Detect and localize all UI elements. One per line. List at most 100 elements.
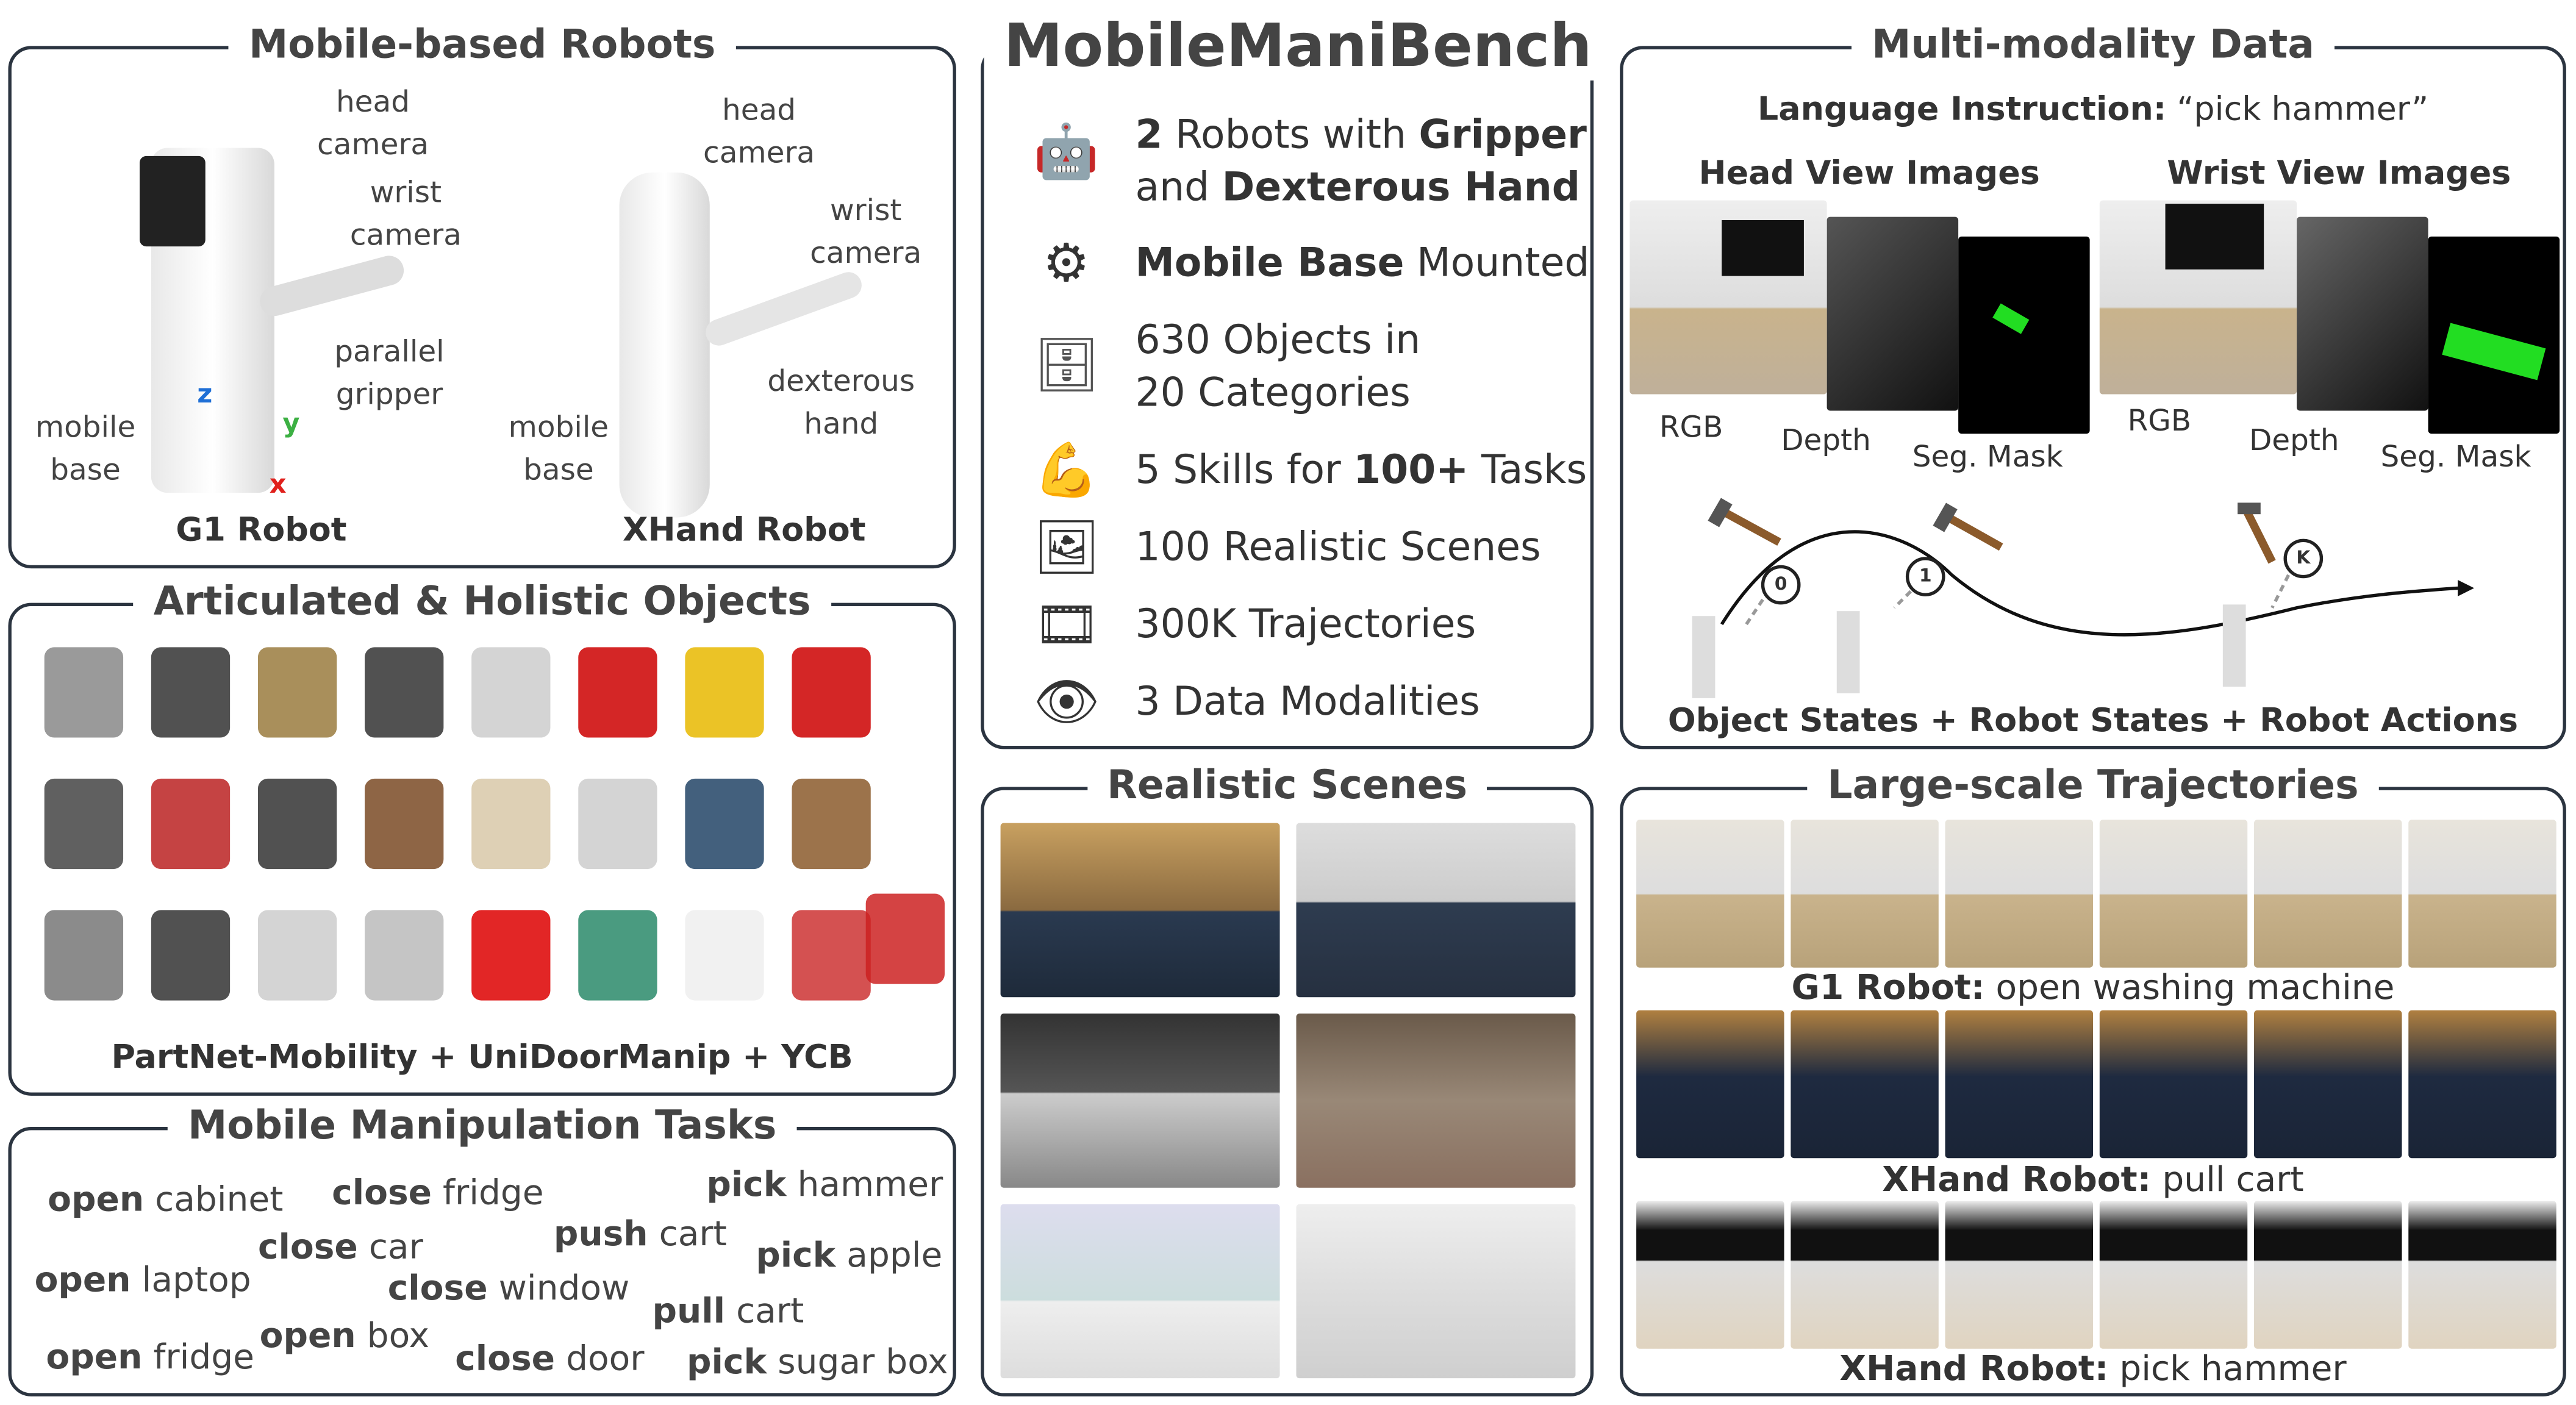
hammer-icon (1933, 502, 2003, 551)
object-laptop (44, 647, 124, 738)
head-depth-image (1826, 216, 1959, 411)
panel-title: Mobile-based Robots (229, 21, 735, 68)
hammer-icon (2238, 502, 2276, 564)
object-car (471, 910, 551, 1001)
object-oven (257, 778, 337, 870)
xhand-base-label: mobile base (508, 410, 609, 488)
bench-item-skills: 5 Skills for 100+ Tasks (1135, 446, 1587, 493)
object-shopping-cart (151, 778, 231, 870)
object-dishwasher (44, 910, 124, 1001)
cabinet-icon: 🗄 (1033, 333, 1100, 396)
scene-image-bedroom (1296, 1204, 1576, 1379)
trajectory-frame (1945, 1201, 2094, 1349)
xhand-robot-image (619, 172, 710, 518)
object-tuna-can (685, 778, 764, 870)
language-instruction: Language Instruction: “pick hammer” (1757, 88, 2429, 129)
panel-title: Mobile Manipulation Tasks (168, 1102, 796, 1149)
xhand-wrist-camera-label: wrist camera (810, 193, 922, 271)
scenes-panel: Realistic Scenes (981, 762, 1594, 1396)
object-baseball (685, 910, 764, 1001)
head-rgb-label: RGB (1659, 410, 1723, 446)
trajectory-caption-2: XHand Robot: pick hammer (1839, 1348, 2347, 1389)
hammer-icon (1708, 498, 1781, 546)
task-item: pick hammer (706, 1164, 943, 1204)
object-sugar-box (792, 910, 871, 1001)
wheel-icon: ⚙ (1042, 231, 1090, 295)
xhand-hand-label: dexterous hand (767, 365, 915, 442)
task-item: pick sugar box (687, 1342, 948, 1382)
trajectory-node-0: 0 (1761, 565, 1801, 605)
task-item: close car (257, 1227, 423, 1267)
object-trash-can (44, 778, 124, 870)
trajectory-frame (2099, 1201, 2248, 1349)
object-box (257, 647, 337, 738)
head-seg-image (1958, 236, 2090, 434)
wrist-seg-image (2428, 236, 2560, 434)
g1-gripper-label: parallel gripper (334, 335, 445, 413)
scene-image-garage (1296, 823, 1576, 998)
film-icon: 🎞 (1033, 593, 1100, 656)
object-door (471, 647, 551, 738)
head-depth-label: Depth (1781, 424, 1871, 459)
wrist-seg-label: Seg. Mask (2380, 440, 2531, 475)
axis-y-label: y (282, 407, 300, 439)
trajectory-frame (2408, 1010, 2556, 1159)
axis-x-label: x (269, 468, 287, 499)
object-faucet (151, 910, 231, 1001)
trajectory-frame (2099, 1010, 2248, 1159)
robot-icon: 🤖 (1033, 120, 1100, 183)
panel-title: Realistic Scenes (1087, 762, 1487, 809)
scene-image-lobby (1296, 1014, 1576, 1188)
robots-panel: Mobile-based Robots head camera wrist ca… (8, 21, 956, 569)
object-sideboard (365, 778, 444, 870)
task-item: open box (259, 1315, 429, 1356)
g1-base-label: mobile base (35, 410, 136, 488)
wrist-depth-image (2297, 216, 2428, 411)
trajectory-node-k: K (2283, 538, 2324, 579)
wrist-rgb-label: RGB (2127, 404, 2192, 439)
object-mug (865, 893, 945, 984)
trajectory-frame (1636, 1010, 1784, 1159)
tv (1722, 220, 1804, 276)
object-cabinet (578, 778, 657, 870)
task-item: open fridge (46, 1337, 255, 1377)
object-apple (792, 647, 871, 738)
muscle-icon: 💪 (1033, 438, 1100, 501)
task-item: close window (387, 1268, 630, 1308)
objects-panel: Articulated & Holistic Objects PartNet-M… (8, 578, 956, 1096)
object-red-can (578, 647, 657, 738)
head-view-label: Head View Images (1698, 152, 2040, 193)
trajectory-frame (1791, 820, 1939, 968)
g1-arm (256, 252, 407, 320)
axis-z-label: z (197, 377, 213, 409)
trajectory-caption-1: XHand Robot: pull cart (1882, 1159, 2304, 1199)
trajectory-frame (2408, 820, 2556, 968)
xhand-arm (702, 268, 865, 349)
trajectory-frame (1945, 1010, 2094, 1159)
bench-title: MobileManiBench (984, 13, 1612, 81)
task-item: close fridge (332, 1173, 544, 1213)
scene-image-warehouse (1000, 823, 1280, 998)
bench-item-trajectories: 300K Trajectories (1135, 601, 1476, 648)
trajectories-panel: Large-scale Trajectories G1 Robot: open … (1620, 762, 2566, 1396)
wrist-view-label: Wrist View Images (2167, 152, 2511, 193)
g1-robot-name: G1 Robot (176, 509, 347, 549)
head-seg-label: Seg. Mask (1912, 440, 2063, 475)
trajectory-frame (2254, 820, 2402, 968)
task-item: close door (455, 1339, 645, 1379)
trajectory-frame (1791, 1201, 1939, 1349)
task-item: pull cart (652, 1291, 804, 1331)
object-safe (151, 647, 231, 738)
trajectory-frame (1636, 820, 1784, 968)
modality-footer: Object States + Robot States + Robot Act… (1667, 699, 2519, 740)
g1-head-camera-label: head camera (317, 85, 429, 163)
object-green-safe (578, 910, 657, 1001)
wrist-depth-label: Depth (2249, 424, 2339, 459)
picture-icon: 🖼 (1033, 515, 1100, 579)
trajectory-frame (1791, 1010, 1939, 1159)
panel-title: Articulated & Holistic Objects (134, 578, 831, 624)
trajectory-frame (2254, 1010, 2402, 1159)
